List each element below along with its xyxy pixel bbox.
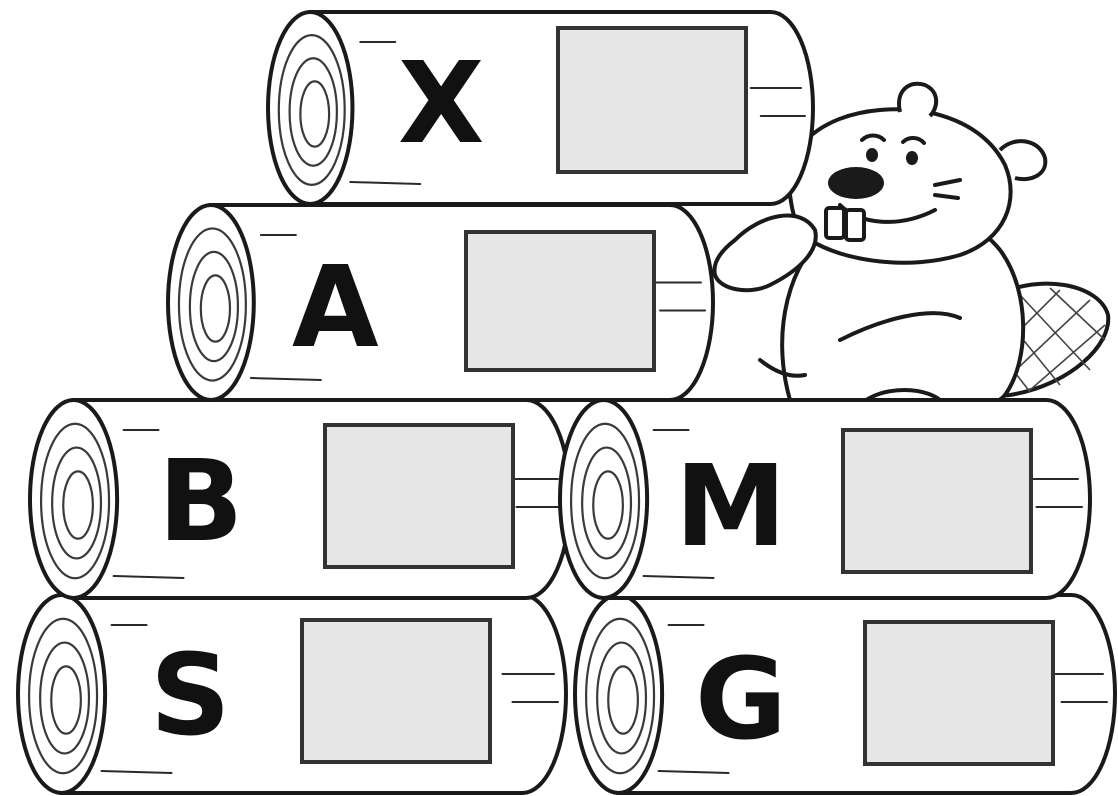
tree-ring-icon xyxy=(560,400,647,598)
tree-ring-icon xyxy=(18,595,105,793)
log-b: B xyxy=(30,400,570,598)
answer-box[interactable] xyxy=(302,620,490,762)
answer-box[interactable] xyxy=(466,232,654,370)
log-letter: S xyxy=(150,631,231,761)
tree-ring-icon xyxy=(575,595,662,793)
log-letter: X xyxy=(398,39,484,169)
tree-ring-icon xyxy=(30,400,117,598)
beaver-ear-left xyxy=(899,84,936,116)
log-letter: B xyxy=(158,437,243,567)
log-s: S xyxy=(18,595,566,793)
answer-box[interactable] xyxy=(558,28,746,172)
log-m: M xyxy=(560,400,1090,598)
beaver-eye-left xyxy=(866,148,878,162)
beaver-head xyxy=(788,109,1010,262)
tree-ring-icon xyxy=(268,12,352,204)
answer-box[interactable] xyxy=(865,622,1053,764)
log-letter: G xyxy=(695,635,787,765)
beaver-eye-right xyxy=(906,151,918,165)
beaver-tooth-left xyxy=(826,208,844,238)
log-g: G xyxy=(575,595,1115,793)
answer-box[interactable] xyxy=(325,425,513,567)
answer-box[interactable] xyxy=(843,430,1031,572)
log-letter: A xyxy=(292,243,379,373)
tree-ring-icon xyxy=(168,205,254,400)
beaver-nose xyxy=(828,167,884,199)
log-letter: M xyxy=(675,442,786,572)
log-a: A xyxy=(168,205,713,400)
log-x: X xyxy=(268,12,813,204)
beaver-tooth-right xyxy=(846,210,864,240)
